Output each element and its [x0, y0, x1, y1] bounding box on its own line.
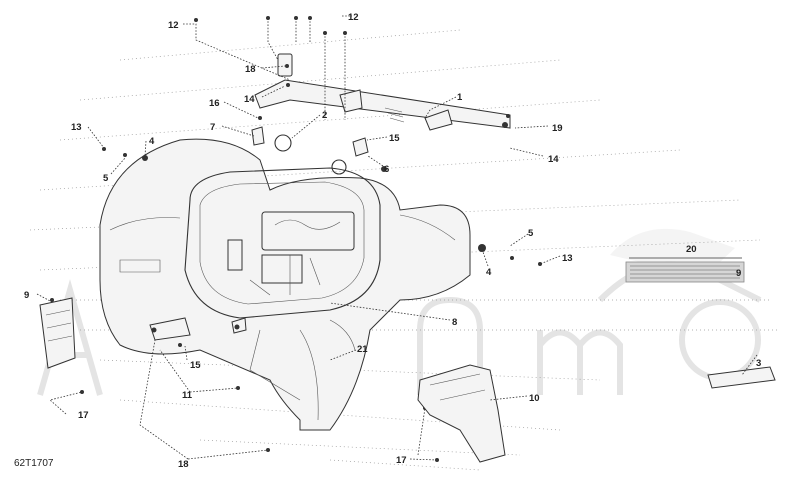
callout-9: 9: [24, 290, 29, 301]
callout-13-right: 13: [562, 253, 573, 264]
callout-14-right: 14: [548, 154, 559, 165]
small-parts: [39, 16, 542, 462]
callout-5-right: 5: [528, 228, 534, 239]
callout-17-right: 17: [396, 455, 407, 466]
callout-labels: 1234455678910111212131314141515161717181…: [24, 12, 761, 470]
callout-7: 7: [210, 122, 215, 133]
callout-6: 6: [384, 164, 389, 175]
decal-20: [625, 257, 745, 283]
callout-13-left: 13: [71, 122, 82, 133]
leader-lines: [36, 15, 758, 461]
callout-12-right: 12: [348, 12, 359, 23]
callout-15-left: 15: [190, 360, 201, 371]
callout-19: 19: [552, 123, 563, 134]
callout-17-left: 17: [78, 410, 89, 421]
decal-small-label: 9: [736, 268, 741, 279]
callout-10: 10: [529, 393, 540, 404]
callout-8: 8: [452, 317, 457, 328]
callout-16: 16: [209, 98, 220, 109]
callout-15-upper: 15: [389, 133, 400, 144]
callout-18-upper: 18: [245, 64, 256, 75]
grab-bar: [254, 53, 511, 131]
callout-1: 1: [457, 92, 463, 103]
callout-5-left: 5: [103, 173, 109, 184]
figure-code: 62T1707: [14, 458, 54, 469]
floor-mat: [707, 366, 776, 389]
callout-4-left: 4: [149, 136, 155, 147]
callout-4-right: 4: [486, 267, 492, 278]
fender-assembly: [99, 134, 471, 431]
callout-14-upper: 14: [244, 94, 255, 105]
callout-11: 11: [182, 390, 193, 401]
callout-21: 21: [357, 344, 368, 355]
callout-18-lower: 18: [178, 459, 189, 470]
callout-3: 3: [756, 358, 761, 369]
callout-12-left: 12: [168, 20, 179, 31]
splash-guard: [417, 364, 506, 463]
callout-2: 2: [322, 110, 327, 121]
callout-20: 20: [686, 244, 697, 255]
